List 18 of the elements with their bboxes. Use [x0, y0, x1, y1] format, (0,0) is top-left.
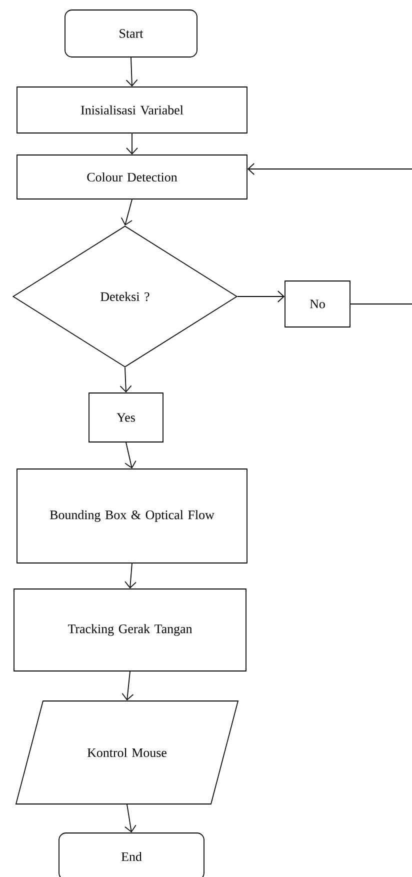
arrow — [247, 163, 412, 175]
process-box: Colour Detection — [16, 154, 248, 200]
process-box: Bounding Box & Optical Flow — [16, 468, 248, 564]
process-box: Tracking Gerak Tangan — [14, 588, 246, 672]
process-box: No — [284, 280, 350, 328]
arrow — [126, 133, 138, 155]
terminal-box: Start — [64, 10, 198, 58]
arrow — [122, 671, 134, 701]
process-box: Inisialisasi Variabel — [16, 86, 248, 134]
arrow — [124, 442, 136, 469]
arrow — [124, 563, 136, 589]
arrow — [126, 57, 138, 87]
process-box: Yes — [88, 392, 164, 442]
arrow — [120, 199, 132, 226]
terminal-box: End — [58, 832, 204, 877]
arrow — [124, 804, 136, 833]
arrow — [120, 367, 132, 393]
arrow — [237, 290, 285, 302]
